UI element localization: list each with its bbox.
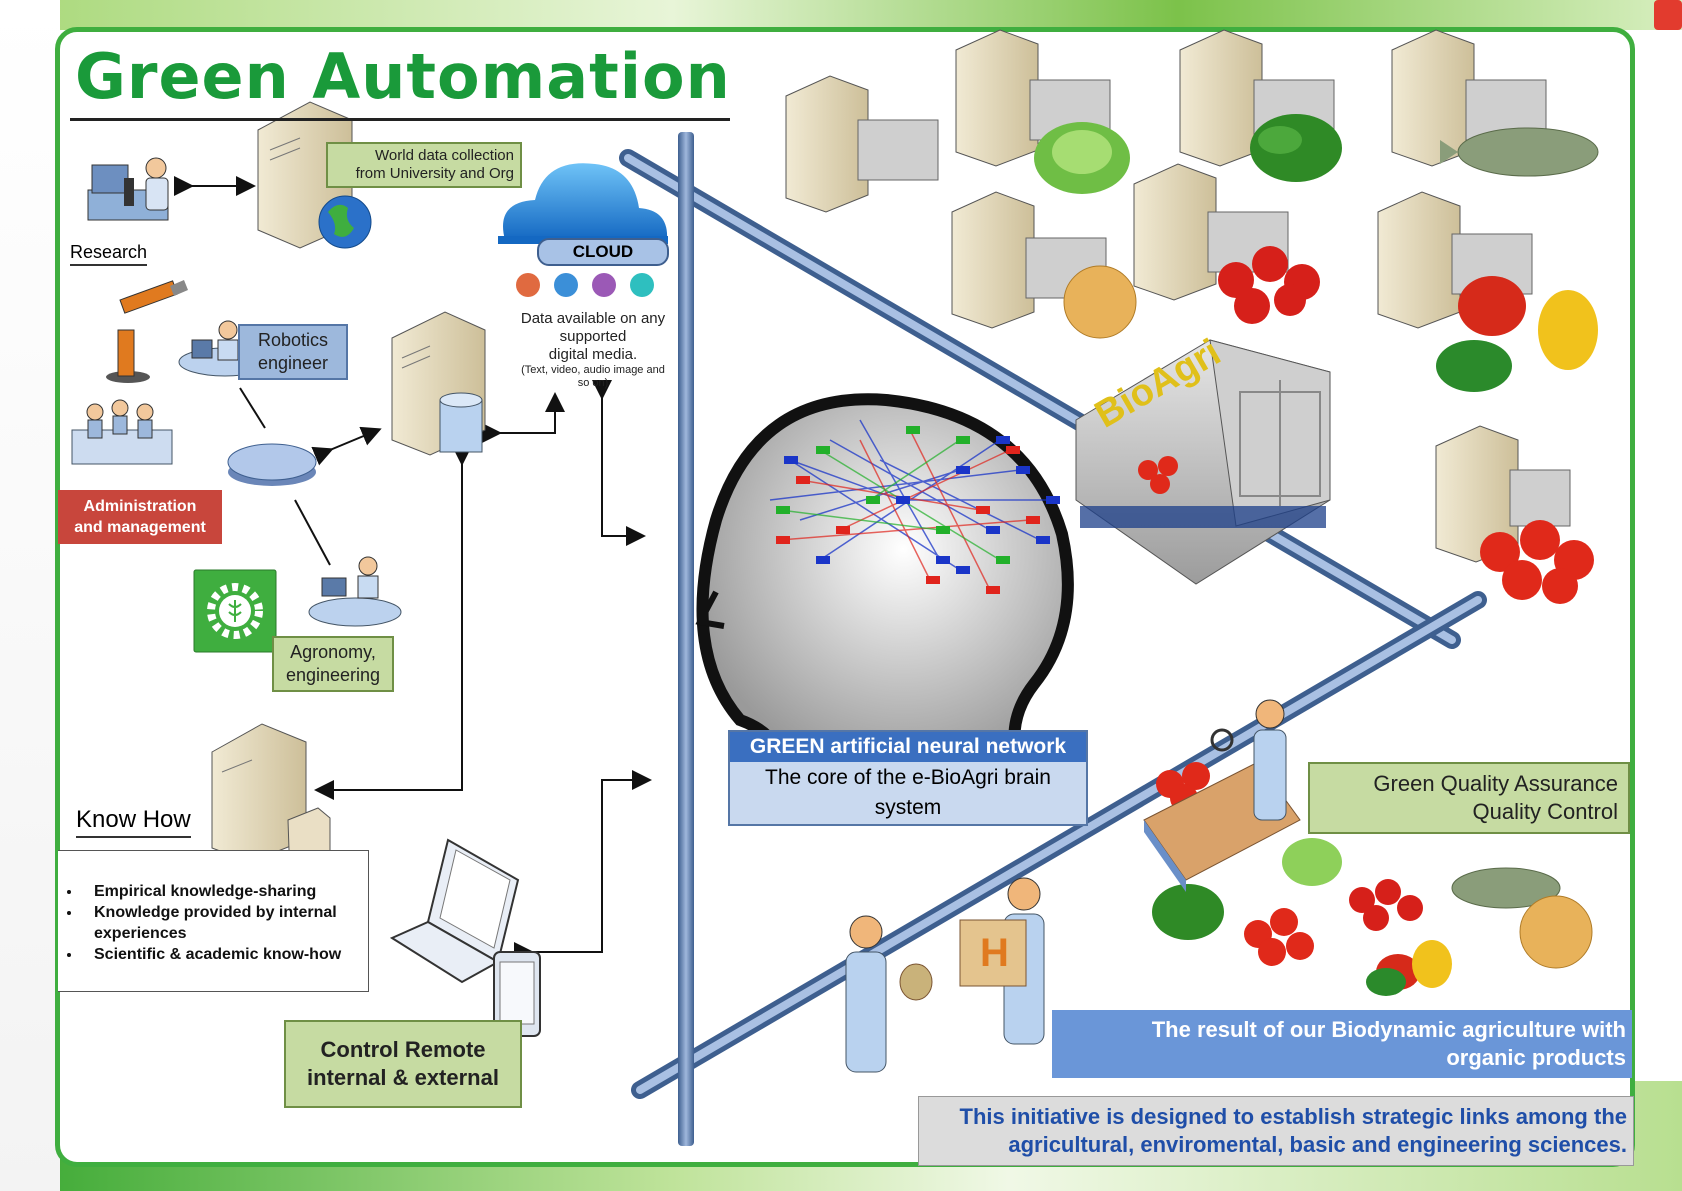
agronomy-gear-icon [193, 569, 277, 653]
neural-heading: GREEN artificial neural network [730, 732, 1086, 762]
agronomy-engineer-figure [308, 556, 402, 627]
know-how-item: Scientific & academic know-how [82, 944, 368, 965]
neural-network-caption: GREEN artificial neural network The core… [728, 730, 1088, 826]
neural-line1: The core of the e-BioAgri brain [765, 766, 1051, 789]
robotics-line1: Robotics [257, 330, 329, 350]
world-data-box: World data collection from University an… [326, 142, 522, 188]
produce-items [1034, 114, 1599, 996]
result-box: The result of our Biodynamic agriculture… [1052, 1010, 1632, 1078]
cloud-desc-line3: digital media. [548, 346, 638, 363]
connector-lines [174, 176, 652, 962]
administration-box: Administration and management [58, 490, 222, 544]
central-server [391, 311, 486, 456]
cloud-desc-line2: supported [559, 328, 627, 345]
knowhow-server [211, 723, 331, 881]
tablet-icon [493, 951, 541, 1037]
admin-line1: Administration [83, 498, 197, 515]
network-hub-disc [227, 443, 317, 486]
agronomy-line2: engineering [285, 665, 381, 685]
worker-figure-2: H [959, 877, 1045, 1045]
title-underline [70, 118, 730, 121]
research-label: Research [70, 242, 148, 266]
svg-text:H: H [980, 931, 1009, 975]
know-how-item: Empirical knowledge-sharing [82, 881, 368, 902]
server-cluster [785, 29, 1571, 563]
initiative-line1: This initiative is designed to establish… [959, 1104, 1628, 1129]
result-line2: organic products [1446, 1045, 1626, 1070]
qa-line2: Quality Control [1472, 799, 1618, 824]
corner-red-icon [1654, 0, 1682, 30]
neural-network-graph [769, 419, 1060, 594]
result-line1: The result of our Biodynamic agriculture… [1151, 1017, 1626, 1042]
research-figure [87, 157, 169, 221]
control-remote-box: Control Remote internal & external [284, 1020, 522, 1108]
cloud-note-line1: (Text, video, audio image and [521, 364, 665, 376]
control-line2: internal & external [307, 1065, 499, 1090]
admin-line2: and management [74, 519, 206, 536]
robotics-line2: engineer [257, 353, 329, 373]
know-how-box: Empirical knowledge-sharing Knowledge pr… [58, 850, 369, 992]
left-margin [0, 0, 60, 1191]
cloud-desc-line1: Data available on any [520, 310, 666, 327]
brain-head [695, 393, 1074, 780]
quality-assurance-box: Green Quality Assurance Quality Control [1308, 762, 1630, 834]
pipe-network [619, 132, 1487, 1146]
initiative-box: This initiative is designed to establish… [918, 1096, 1634, 1166]
agronomy-line1: Agronomy, [290, 642, 376, 662]
robot-arm [106, 280, 188, 383]
world-data-line1: World data collection [375, 147, 514, 164]
media-icons-row [516, 273, 654, 297]
qa-line1: Green Quality Assurance [1373, 771, 1618, 796]
initiative-line2: agricultural, enviromental, basic and en… [1008, 1132, 1627, 1157]
laptop-icon [389, 838, 520, 984]
neural-line2: system [874, 796, 942, 819]
bioagri-truck [1075, 339, 1331, 585]
cloud-label: CLOUD [537, 238, 669, 266]
world-data-line2: from University and Org [355, 165, 514, 182]
worker-figure-1 [845, 915, 933, 1073]
admin-group-figure [71, 399, 173, 465]
top-banner-gradient [0, 0, 1682, 30]
know-how-item: Knowledge provided by internal experienc… [82, 902, 368, 944]
qa-inspector-figure [1210, 699, 1287, 821]
control-line1: Control Remote [320, 1037, 486, 1062]
page-title: Green Automation [75, 40, 731, 113]
know-how-label: Know How [76, 806, 191, 838]
agronomy-box: Agronomy, engineering [272, 636, 394, 692]
cloud-note-line2: so on) [577, 377, 609, 389]
world-data-server [257, 101, 372, 249]
robotics-engineer-box: Robotics engineer [238, 324, 348, 380]
cloud-description: Data available on any supported digital … [498, 310, 688, 390]
